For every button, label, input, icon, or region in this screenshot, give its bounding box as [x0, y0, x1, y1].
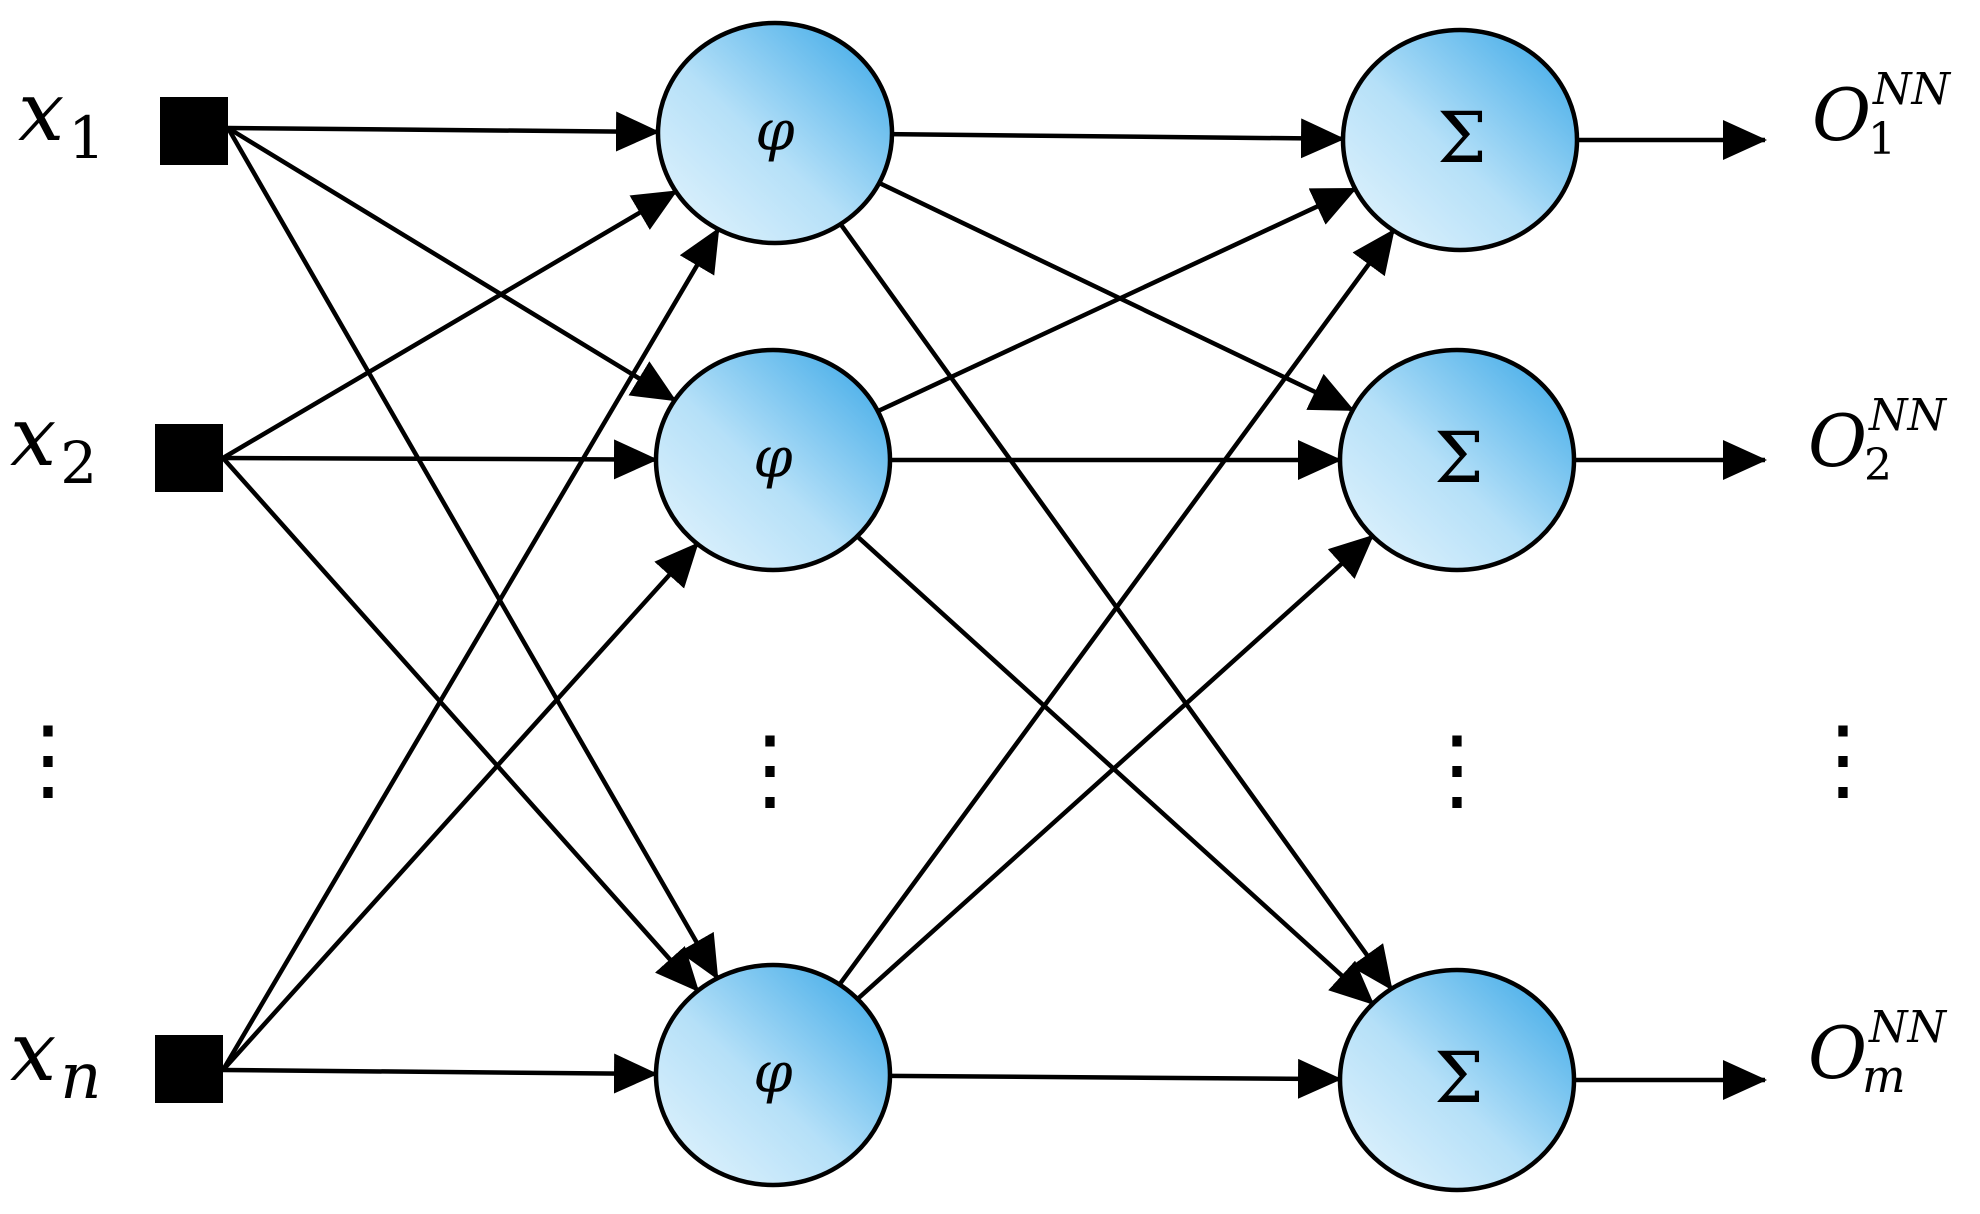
- sum-node-m: [1337, 967, 1577, 1193]
- sum-node-2: [1337, 347, 1577, 573]
- input-var-2: x: [10, 390, 56, 485]
- output-var-2: O: [1808, 399, 1867, 483]
- output-sup-m: NN: [1868, 1002, 1948, 1053]
- edge-input-1-to-hidden-2: [226, 126, 677, 403]
- edge-hidden-3-to-sum-1: [836, 228, 1396, 988]
- hidden-node-2: [653, 347, 893, 573]
- input-node-1: [160, 97, 228, 165]
- edge-hidden-1-to-sum-1: [889, 118, 1346, 159]
- edge-input-2-to-hidden-3: [221, 456, 700, 993]
- input-layer: [155, 97, 228, 1103]
- output-var-m: O: [1808, 1011, 1867, 1095]
- ellipsis-sums: ⋮: [1412, 717, 1502, 822]
- edge-hidden-1-to-sum-2: [876, 179, 1355, 413]
- output-sub-2: 2: [1864, 440, 1892, 491]
- connection-edges: [221, 111, 1767, 1100]
- edge-hidden-2-to-sum-1: [874, 186, 1357, 415]
- input-node-2: [155, 424, 223, 492]
- input-sub-2: 2: [60, 429, 97, 497]
- input-label-1: x1: [18, 65, 105, 172]
- input-labels: x1 x2 xn: [10, 65, 105, 1114]
- ellipses: ⋮ ⋮ ⋮ ⋮: [3, 707, 1888, 822]
- edge-hidden-3-to-sum-3: [887, 1058, 1343, 1099]
- phi-label-1: φ: [755, 99, 794, 164]
- hidden-layer: φ φ φ: [653, 20, 895, 1188]
- ellipsis-hidden: ⋮: [725, 717, 815, 822]
- input-sub-1: 1: [68, 104, 105, 172]
- edge-input-1-to-hidden-3: [226, 126, 720, 980]
- edge-input-3-to-hidden-2: [221, 542, 700, 1072]
- edge-input-3-to-hidden-3: [222, 1053, 659, 1094]
- output-var-1: O: [1812, 73, 1871, 157]
- ellipsis-inputs: ⋮: [3, 707, 93, 812]
- output-sup-1: NN: [1872, 64, 1952, 115]
- input-var-1: x: [18, 65, 64, 160]
- sum-node-1: [1340, 27, 1580, 253]
- hidden-node-n: [653, 962, 893, 1188]
- input-node-n: [155, 1035, 223, 1103]
- input-label-2: x2: [10, 390, 97, 497]
- input-var-n: x: [10, 1005, 56, 1100]
- output-layer: Σ Σ Σ: [1337, 27, 1580, 1193]
- output-sup-2: NN: [1868, 390, 1948, 441]
- edge-input-2-to-hidden-2: [222, 439, 659, 480]
- phi-label-n: φ: [753, 1041, 792, 1106]
- edge-hidden-3-to-sum-2: [854, 534, 1374, 1003]
- edge-input-3-to-hidden-1: [221, 227, 721, 1072]
- input-sub-n: n: [60, 1040, 101, 1114]
- output-sub-m: m: [1862, 1049, 1906, 1103]
- input-label-n: xn: [10, 1005, 101, 1114]
- output-sub-1: 1: [1868, 114, 1896, 165]
- sigma-label-1: Σ: [1437, 97, 1487, 179]
- sigma-label-m: Σ: [1434, 1037, 1484, 1119]
- sigma-label-2: Σ: [1434, 417, 1484, 499]
- ellipsis-outputs: ⋮: [1798, 707, 1888, 812]
- hidden-node-1: [655, 20, 895, 246]
- edge-input-1-to-hidden-1: [227, 111, 661, 152]
- phi-label-2: φ: [753, 426, 792, 491]
- edge-input-2-to-hidden-1: [221, 189, 678, 460]
